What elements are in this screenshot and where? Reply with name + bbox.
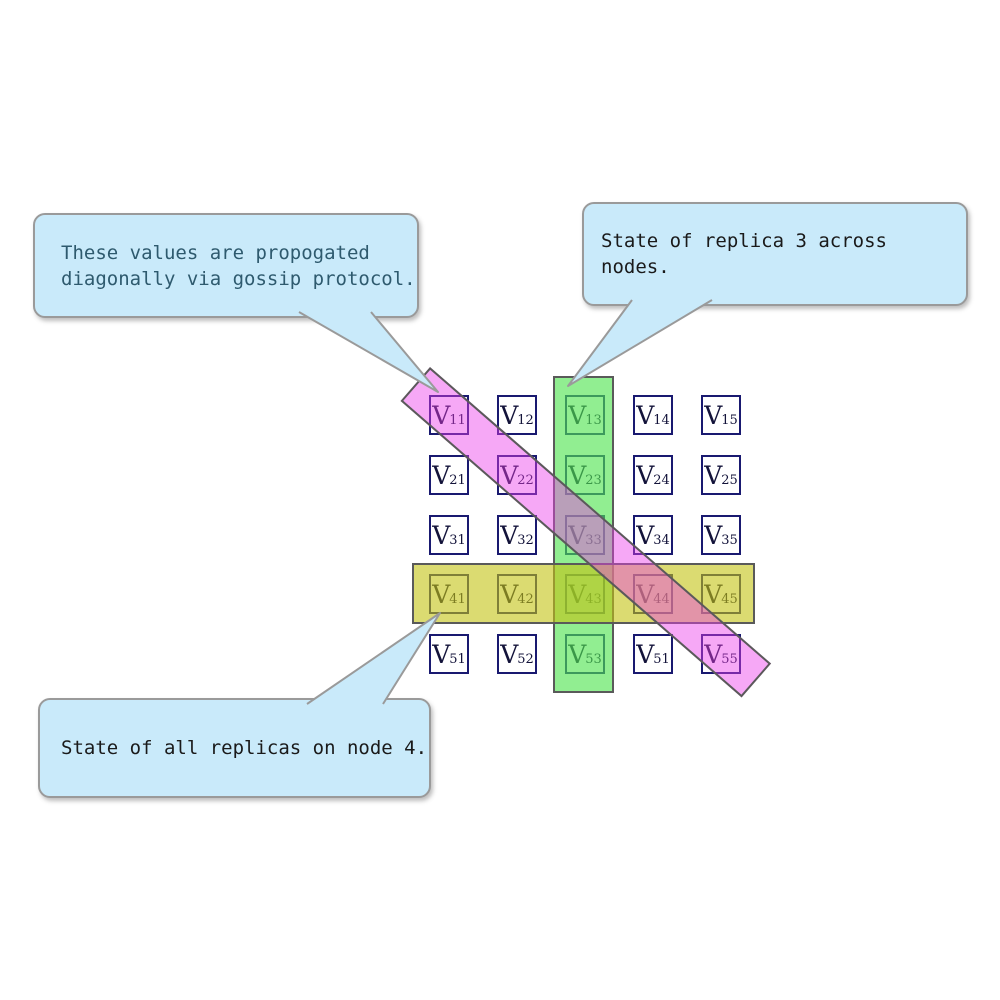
replica-column-highlight [553,376,614,693]
callout-gossip-line: These values are propogated [61,241,370,264]
callout-gossip: These values are propogated diagonally v… [33,213,419,318]
callout-gossip-line: diagonally via gossip protocol. [61,267,416,290]
callout-replica3: State of replica 3 across nodes. [582,202,968,306]
node-row-highlight [412,563,755,624]
callout-pointer-node4 [306,612,441,705]
callout-node4: State of all replicas on node 4. [38,698,431,798]
callout-replica3-line: State of replica 3 across nodes. [601,230,887,278]
callout-node4-line: State of all replicas on node 4. [61,737,428,759]
callout-pointer-replica3 [567,299,713,387]
